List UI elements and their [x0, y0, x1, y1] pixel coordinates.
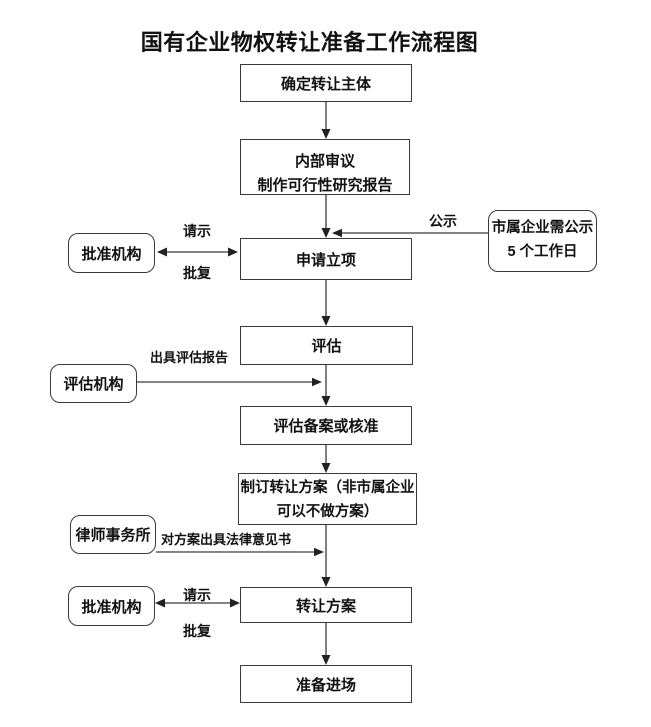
node-label-line2: 可以不做方案） [276, 504, 379, 520]
node-label-line1: 市属企业需公示 [491, 220, 594, 236]
edge-label-request-top: 请示 [183, 223, 211, 239]
node-evaluation-agency: 评估机构 [50, 364, 137, 403]
node-label: 律师事务所 [75, 527, 151, 544]
node-label: 确定转让主体 [280, 75, 371, 93]
arrowhead-approval-top-left [157, 247, 167, 257]
arrowhead-filing-to-plan [321, 463, 331, 473]
arrowhead-evaluation-agency [312, 377, 322, 387]
arrowhead-evaluation-to-filing [321, 396, 331, 406]
node-label: 评估机构 [63, 376, 124, 393]
page-title: 国有企业物权转让准备工作流程图 [140, 30, 479, 55]
node-label: 评估 [311, 338, 342, 355]
edge-label-reply-top: 批复 [183, 265, 211, 281]
node-label-line2: 制作可行性研究报告 [257, 177, 393, 194]
arrowhead-approval-top-right [228, 247, 238, 257]
node-label: 批准机构 [81, 598, 142, 616]
node-transfer-plan: 转让方案 [240, 587, 412, 623]
node-make-transfer-plan: 制订转让方案（非市属企业 可以不做方案） [238, 473, 417, 525]
node-label-line1: 制订转让方案（非市属企业 [240, 480, 415, 496]
edge-label-reply-bottom: 批复 [183, 623, 211, 639]
edge-label-request-bottom: 请示 [183, 587, 211, 603]
node-label: 批准机构 [81, 245, 142, 263]
arrowhead-review-to-apply [321, 228, 331, 238]
node-label: 转让方案 [295, 597, 356, 615]
arrowhead-apply-to-evaluation [321, 316, 331, 326]
arrowhead-transfer-to-entry [321, 655, 331, 665]
edge-label-public-notice: 公示 [429, 213, 457, 229]
node-public-notice: 市属企业需公示 5 个工作日 [488, 210, 597, 272]
arrowhead-approval-bottom-left [155, 598, 165, 608]
node-approval-agency-bottom: 批准机构 [68, 586, 155, 626]
node-label: 申请立项 [295, 251, 356, 269]
arrowhead-approval-bottom-right [230, 598, 240, 608]
node-prepare-entry: 准备进场 [240, 665, 412, 703]
arrowhead-law-firm [314, 547, 324, 557]
node-law-firm: 律师事务所 [70, 515, 156, 554]
node-label: 准备进场 [295, 676, 356, 694]
node-label-line2: 5 个工作日 [507, 244, 578, 260]
node-label-line1: 内部审议 [294, 153, 355, 170]
arrowhead-public-notice [332, 228, 342, 238]
edge-label-legal-opinion: 对方案出具法律意见书 [161, 532, 292, 547]
edge-label-issue-evaluation-report: 出具评估报告 [150, 350, 229, 365]
node-evaluation-filing: 评估备案或核准 [240, 406, 412, 445]
arrowhead-plan-to-transfer [321, 577, 331, 587]
node-label: 评估备案或核准 [273, 418, 379, 435]
node-apply-project: 申请立项 [240, 238, 412, 280]
node-determine-subject: 确定转让主体 [240, 64, 412, 102]
node-internal-review: 内部审议 制作可行性研究报告 [240, 139, 410, 195]
arrowhead-determine-to-review [321, 129, 331, 139]
node-evaluation: 评估 [240, 326, 413, 365]
node-approval-agency-top: 批准机构 [68, 233, 155, 273]
